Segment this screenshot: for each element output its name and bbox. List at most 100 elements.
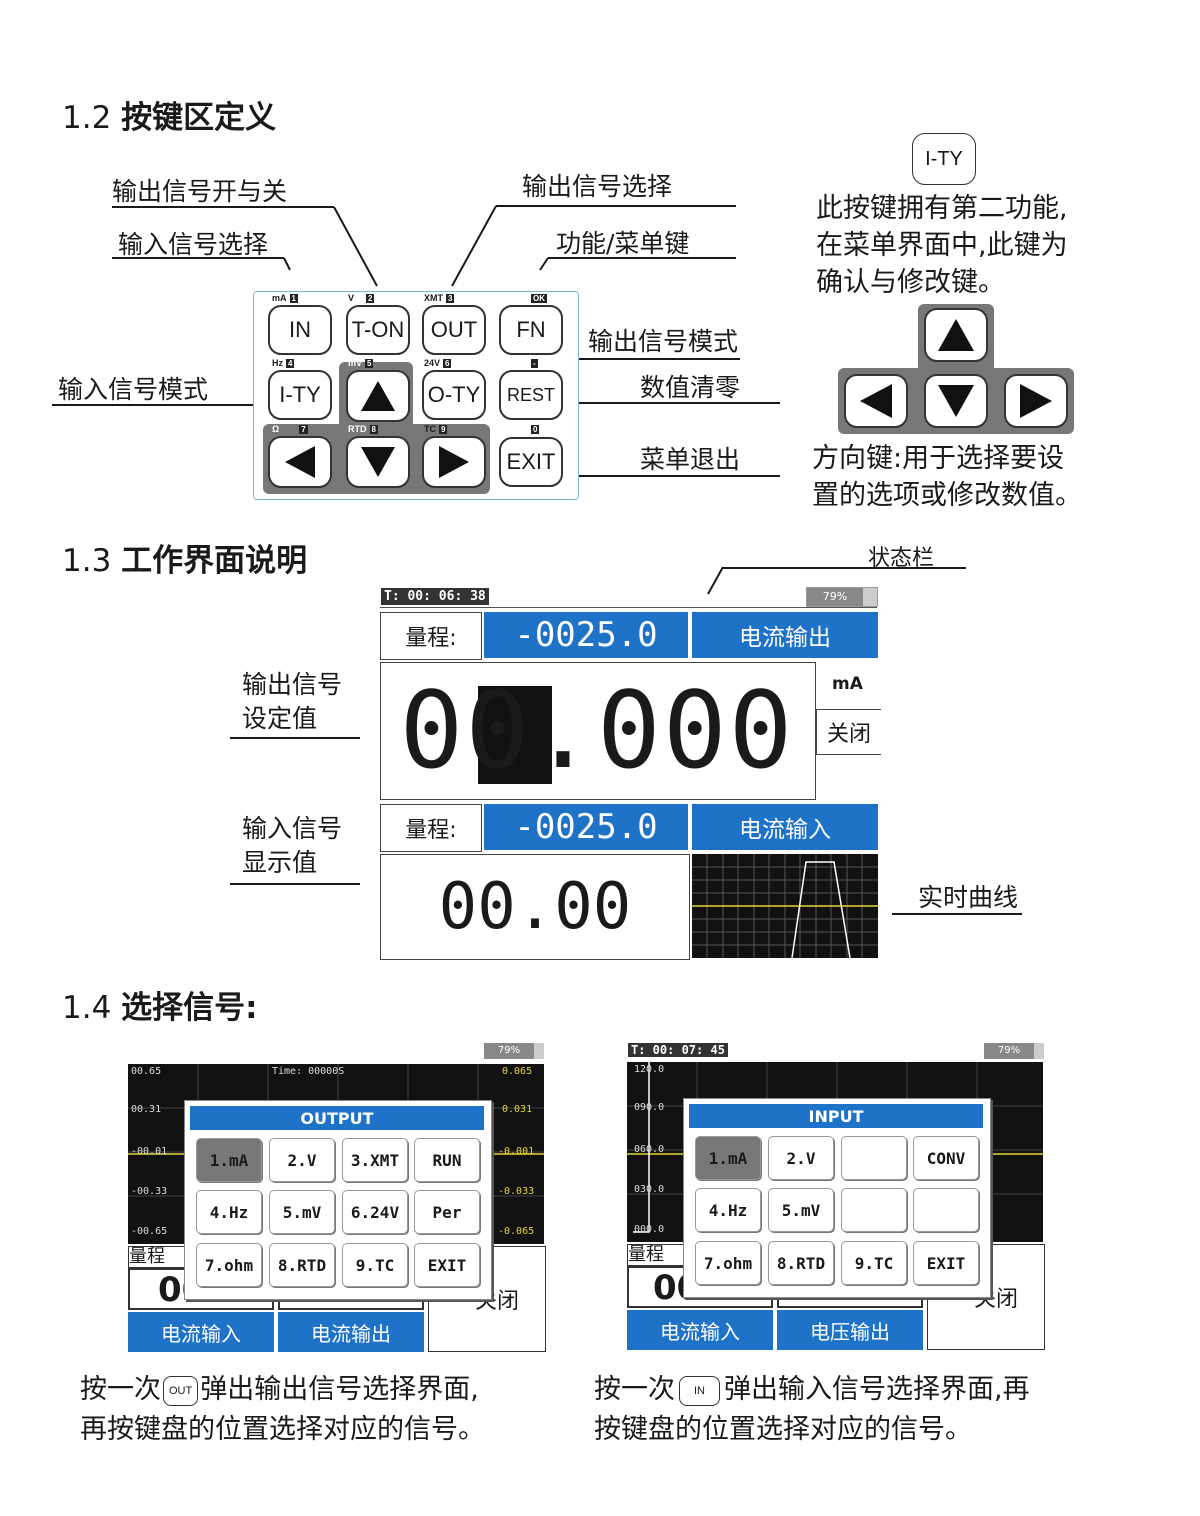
input-range-label: 量程 <box>627 1244 685 1266</box>
output-btn-run[interactable]: RUN <box>414 1138 480 1182</box>
output-range-label: 量程 <box>128 1246 186 1268</box>
key-down[interactable] <box>346 436 410 488</box>
output-value-box <box>380 662 816 800</box>
output-y-left-3: -00.33 <box>131 1186 168 1197</box>
output-state: 关闭 <box>816 709 881 755</box>
output-shot-bottom-left: 电流输入 <box>128 1312 274 1352</box>
callout-line <box>496 205 736 207</box>
callout-realtime-curve: 实时曲线 <box>918 883 1019 912</box>
input-btn-exit[interactable]: EXIT <box>913 1241 979 1285</box>
callout-output-select: 输出信号选择 <box>522 172 673 201</box>
key-out[interactable]: OUT <box>422 305 486 355</box>
input-btn-empty-1[interactable] <box>841 1136 907 1180</box>
output-btn-rtd[interactable]: 8.RTD <box>269 1243 335 1287</box>
range-label-top: 量程: <box>380 612 482 660</box>
output-btn-ohm[interactable]: 7.ohm <box>196 1243 262 1287</box>
output-y-left-2: -00.01 <box>131 1146 168 1157</box>
callout-status-bar: 状态栏 <box>868 546 935 571</box>
ity-note: 此按键拥有第二功能, 在菜单界面中,此键为 确认与修改键。 <box>816 193 1068 298</box>
battery-level: 79% <box>807 588 863 606</box>
key-o-ty[interactable]: O-TY <box>422 370 486 420</box>
key-i-ty[interactable]: I-TY <box>268 370 332 420</box>
callout-line <box>574 475 780 477</box>
cursor-digit <box>478 686 552 784</box>
input-btn-rtd[interactable]: 8.RTD <box>768 1241 834 1285</box>
callout-menu-exit: 菜单退出 <box>640 445 741 474</box>
input-shot-bottom-left: 电流输入 <box>627 1310 773 1350</box>
callout-clear: 数值清零 <box>640 373 741 402</box>
callout-line <box>722 567 966 569</box>
unit: mA <box>832 674 863 694</box>
output-y-left-4: -00.65 <box>131 1226 168 1237</box>
key-exit[interactable]: EXIT <box>499 437 563 487</box>
output-btn-ma[interactable]: 1.mA <box>196 1138 262 1182</box>
output-btn-exit[interactable]: EXIT <box>414 1243 480 1287</box>
output-y-right-0: 0.065 <box>502 1066 533 1077</box>
key-fn[interactable]: FN <box>499 305 563 355</box>
output-popup-title: OUTPUT <box>190 1106 484 1130</box>
input-y-left-4: 000.0 <box>634 1224 665 1235</box>
input-btn-empty-3[interactable] <box>913 1188 979 1232</box>
input-value: 00.00 <box>380 854 690 960</box>
input-btn-mv[interactable]: 5.mV <box>768 1188 834 1232</box>
arrow-right-icon <box>1020 384 1052 418</box>
callout-line <box>112 206 334 208</box>
big-key-left <box>844 374 908 428</box>
output-value: 00.000 <box>399 668 795 792</box>
callout-output-on-off: 输出信号开与关 <box>112 177 288 206</box>
callout-output-set: 输出信号 设定值 <box>242 670 343 733</box>
callout-line <box>548 257 736 259</box>
callout-output-mode: 输出信号模式 <box>588 327 739 356</box>
input-type: 电流输入 <box>692 804 878 850</box>
output-y-right-1: 0.031 <box>502 1104 533 1115</box>
output-time: Time: 00000S <box>272 1066 345 1077</box>
input-y-left-0: 120.0 <box>634 1064 665 1075</box>
output-btn-mv[interactable]: 5.mV <box>269 1190 335 1234</box>
input-shot-timer: T: 00: 07: 45 <box>628 1043 728 1057</box>
output-y-left-1: 00.31 <box>131 1104 162 1115</box>
timer: T: 00: 06: 38 <box>381 588 489 605</box>
output-btn-v[interactable]: 2.V <box>269 1138 335 1182</box>
input-btn-conv[interactable]: CONV <box>913 1136 979 1180</box>
output-btn-tc[interactable]: 9.TC <box>342 1243 408 1287</box>
output-y-right-4: -0.065 <box>498 1226 535 1237</box>
range-value-bottom: -0025.0 <box>484 804 688 850</box>
input-btn-empty-2[interactable] <box>841 1188 907 1232</box>
key-left[interactable] <box>268 436 332 488</box>
key-t-on[interactable]: T-ON <box>346 305 410 355</box>
key-in[interactable]: IN <box>268 305 332 355</box>
callout-diagonal-lines <box>283 205 549 287</box>
out-key-icon: OUT <box>163 1375 199 1406</box>
key-up[interactable] <box>346 370 410 422</box>
input-btn-tc[interactable]: 9.TC <box>841 1241 907 1285</box>
input-btn-ma[interactable]: 1.mA <box>695 1136 761 1180</box>
arrow-right-icon <box>439 446 469 478</box>
input-shot-battery: 79% <box>984 1043 1044 1059</box>
big-key-down <box>924 374 988 428</box>
arrow-left-icon <box>285 446 315 478</box>
input-btn-v[interactable]: 2.V <box>768 1136 834 1180</box>
arrow-down-icon <box>361 447 395 477</box>
key-rest[interactable]: REST <box>499 370 563 420</box>
input-btn-hz[interactable]: 4.Hz <box>695 1188 761 1232</box>
output-btn-24v[interactable]: 6.24V <box>342 1190 408 1234</box>
callout-input-select: 输入信号选择 <box>118 230 269 259</box>
output-y-left-0: 00.65 <box>131 1066 162 1077</box>
input-y-left-2: 060.0 <box>634 1144 665 1155</box>
output-btn-hz[interactable]: 4.Hz <box>196 1190 262 1234</box>
range-value-top: -0025.0 <box>484 612 688 658</box>
battery-indicator: 79% <box>806 587 878 607</box>
input-btn-ohm[interactable]: 7.ohm <box>695 1241 761 1285</box>
callout-line <box>572 402 780 404</box>
input-y-left-3: 030.0 <box>634 1184 665 1195</box>
arrow-note: 方向键:用于选择要设 置的选项或修改数值。 <box>812 443 1082 511</box>
output-btn-xmt[interactable]: 3.XMT <box>342 1138 408 1182</box>
callout-input-display: 输入信号 显示值 <box>242 814 343 877</box>
callout-fn-menu: 功能/菜单键 <box>556 229 690 258</box>
big-key-up <box>924 308 988 362</box>
key-right[interactable] <box>422 436 486 488</box>
output-btn-per[interactable]: Per <box>414 1190 480 1234</box>
callout-line <box>52 404 264 406</box>
